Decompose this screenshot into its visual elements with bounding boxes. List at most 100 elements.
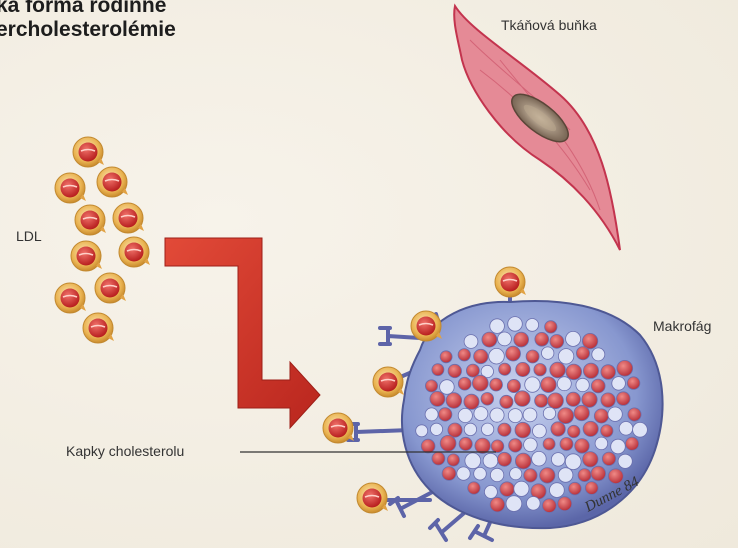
cholesterol-drop xyxy=(558,468,573,483)
cholesterol-drop xyxy=(566,331,581,346)
cholesterol-drop xyxy=(527,497,541,511)
cholesterol-drop xyxy=(464,423,476,435)
cholesterol-drop xyxy=(617,392,631,406)
cholesterol-drop xyxy=(576,378,589,391)
cholesterol-drop xyxy=(611,439,626,454)
cholesterol-drop xyxy=(551,453,565,467)
cholesterol-drop xyxy=(601,393,615,407)
cholesterol-drop xyxy=(439,408,452,421)
cholesterol-drop xyxy=(499,363,511,375)
cholesterol-drop xyxy=(474,467,487,480)
cholesterol-drop xyxy=(540,468,555,483)
cholesterol-drop xyxy=(568,425,580,437)
cholesterol-drop xyxy=(575,439,590,454)
cholesterol-drop xyxy=(532,451,547,466)
cholesterol-drop xyxy=(459,437,472,450)
cholesterol-drop xyxy=(558,408,574,424)
cholesterol-drop xyxy=(475,438,490,453)
cholesterol-drop xyxy=(430,391,445,406)
cholesterol-drop xyxy=(490,319,505,334)
cholesterol-drop xyxy=(498,452,512,466)
cholesterol-drop xyxy=(484,485,497,498)
cholesterol-drop xyxy=(442,467,456,481)
cholesterol-drop xyxy=(583,452,598,467)
cholesterol-drop xyxy=(425,380,437,392)
cholesterol-drop xyxy=(514,332,529,347)
cholesterol-drop xyxy=(481,423,493,435)
cholesterol-drop xyxy=(458,408,472,422)
cholesterol-drop xyxy=(626,437,639,450)
cholesterol-drop xyxy=(535,394,548,407)
cholesterol-drop xyxy=(601,425,613,437)
cholesterol-drop xyxy=(602,452,615,465)
cholesterol-drop xyxy=(601,365,616,380)
cholesterol-drop xyxy=(576,347,589,360)
cholesterol-drop xyxy=(447,454,459,466)
cholesterol-drop xyxy=(515,453,531,469)
cholesterol-drop xyxy=(524,469,537,482)
label-cholesterol-drops: Kapky cholesterolu xyxy=(66,443,184,459)
cholesterol-drop xyxy=(545,321,557,333)
cholesterol-drop xyxy=(618,454,632,468)
cholesterol-drop xyxy=(592,348,605,361)
cholesterol-drop xyxy=(430,423,442,435)
cholesterol-drop xyxy=(432,452,445,465)
cholesterol-drop xyxy=(490,378,503,391)
cholesterol-drop xyxy=(416,425,428,437)
cholesterol-drop xyxy=(446,393,462,409)
cholesterol-drop xyxy=(558,349,573,364)
cholesterol-drop xyxy=(506,346,521,361)
cholesterol-drop xyxy=(526,319,539,332)
label-tissue-cell: Tkáňová buňka xyxy=(501,17,597,33)
label-macrophage: Makrofág xyxy=(653,318,711,334)
cholesterol-drop xyxy=(508,409,522,423)
cholesterol-drop xyxy=(481,393,494,406)
cholesterol-drop xyxy=(612,377,626,391)
cholesterol-drop xyxy=(535,332,549,346)
cholesterol-drop xyxy=(515,391,531,407)
cholesterol-drop xyxy=(509,439,522,452)
cholesterol-drop xyxy=(490,497,505,512)
cholesterol-drop xyxy=(548,393,564,409)
cholesterol-drop xyxy=(482,332,497,347)
cholesterol-drop xyxy=(498,423,511,436)
cholesterol-drop xyxy=(464,335,478,349)
cholesterol-drop xyxy=(516,362,530,376)
cholesterol-drop xyxy=(633,422,648,437)
cholesterol-drop xyxy=(608,407,622,421)
cholesterol-drop xyxy=(628,408,641,421)
cholesterol-drop xyxy=(524,438,538,452)
cholesterol-drop xyxy=(507,379,520,392)
cholesterol-drop xyxy=(525,377,540,392)
cholesterol-drop xyxy=(595,437,608,450)
cholesterol-drop xyxy=(432,364,444,376)
cholesterol-drop xyxy=(474,407,488,421)
cholesterol-drop xyxy=(558,497,572,511)
cholesterol-drop xyxy=(617,360,633,376)
cholesterol-drop xyxy=(551,422,565,436)
cholesterol-drop xyxy=(491,440,504,453)
cholesterol-drop xyxy=(583,421,598,436)
cholesterol-drop xyxy=(550,483,565,498)
cholesterol-drop xyxy=(566,364,582,380)
cholesterol-drop xyxy=(468,482,480,494)
cholesterol-drop xyxy=(500,395,513,408)
cholesterol-drop xyxy=(510,468,522,480)
cholesterol-drop xyxy=(533,424,547,438)
cholesterol-drop xyxy=(490,408,504,422)
cholesterol-drop xyxy=(474,349,488,363)
cholesterol-drop xyxy=(498,332,512,346)
cholesterol-drop xyxy=(566,392,580,406)
cholesterol-drop xyxy=(514,481,529,496)
cholesterol-drop xyxy=(483,453,498,468)
cholesterol-drop xyxy=(448,423,462,437)
cholesterol-drop xyxy=(569,482,582,495)
cholesterol-drop xyxy=(542,347,554,359)
cholesterol-drop xyxy=(627,377,640,390)
cholesterol-drop xyxy=(465,453,481,469)
cholesterol-drop xyxy=(421,439,435,453)
cholesterol-drop xyxy=(591,466,606,481)
cholesterol-drop xyxy=(557,377,571,391)
cholesterol-drop xyxy=(582,392,597,407)
